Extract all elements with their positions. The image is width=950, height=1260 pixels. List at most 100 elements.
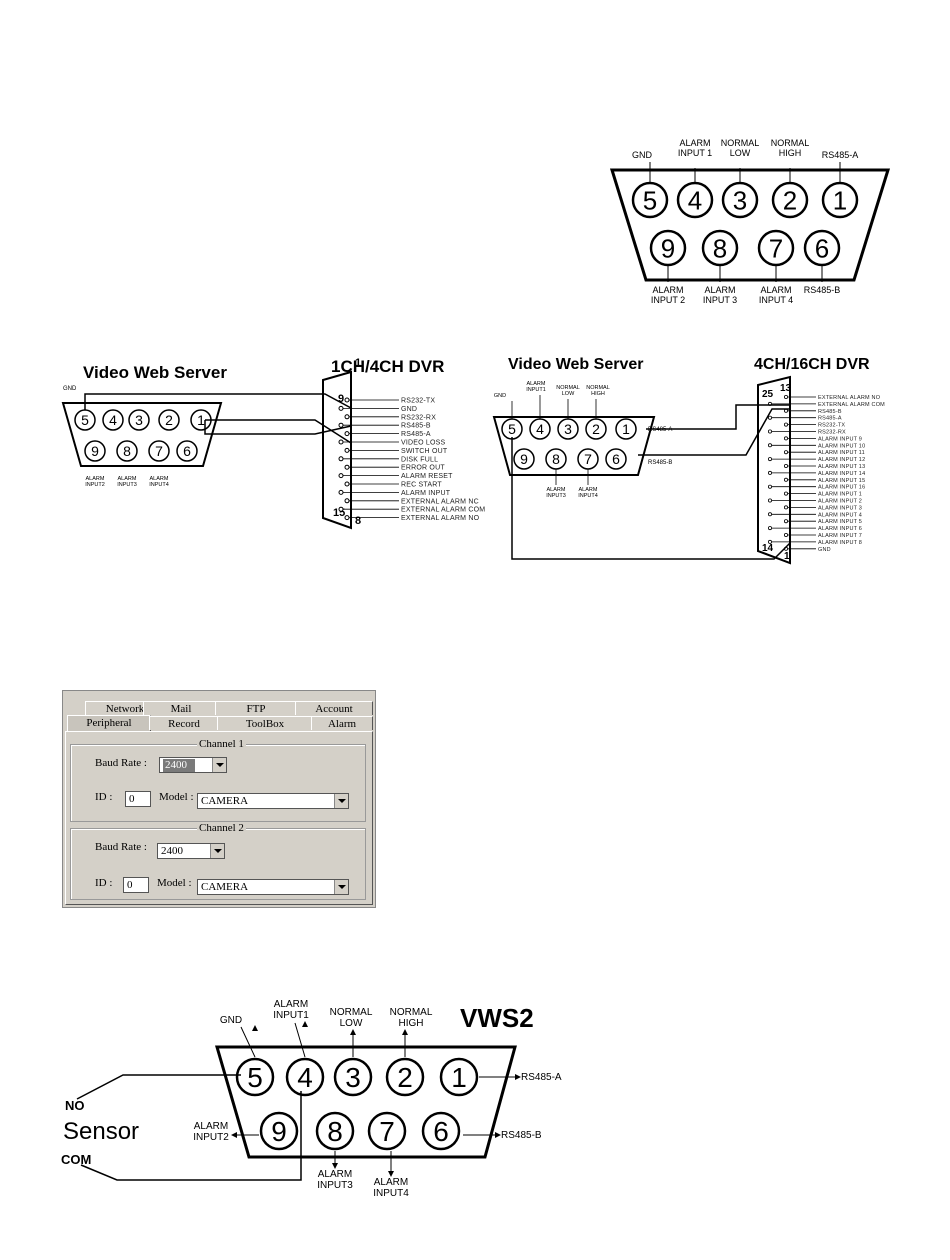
dvr-pin-label: EXTERNAL ALARM COM bbox=[401, 507, 485, 514]
dvr-pin-label: REC START bbox=[401, 482, 442, 489]
pin-3 bbox=[333, 1057, 373, 1097]
dvr-pin-label: RS232-RX bbox=[818, 430, 846, 436]
arrow-up-icon bbox=[302, 1021, 308, 1027]
dvr-title: 4CH/16CH DVR bbox=[754, 356, 870, 373]
dvr-pin-label: ALARM INPUT 12 bbox=[818, 457, 865, 463]
wire-rs485a bbox=[646, 404, 790, 430]
tab-mail[interactable]: Mail bbox=[143, 701, 219, 715]
id-label: ID : bbox=[95, 791, 113, 803]
dvr-pin-number: 8 bbox=[355, 515, 361, 527]
pin-3 bbox=[557, 418, 579, 440]
dvr-pin-label: ALARM INPUT 14 bbox=[818, 471, 865, 477]
sensor-com-label: COM bbox=[61, 1152, 91, 1167]
tab-toolbox[interactable]: ToolBox bbox=[217, 716, 313, 730]
peripheral-settings-dialog: Network Mail FTP Account Peripheral Reco… bbox=[62, 690, 376, 908]
dvr-pin-label: ALARM INPUT 5 bbox=[818, 519, 862, 525]
chevron-down-icon[interactable] bbox=[334, 880, 348, 894]
dvr-pin-number: 1 bbox=[784, 551, 790, 562]
pin-6 bbox=[421, 1111, 461, 1151]
pin-2 bbox=[385, 1057, 425, 1097]
db9-shell bbox=[609, 168, 891, 282]
dvr-pin-label: ERROR OUT bbox=[401, 465, 445, 472]
dvr-pin-label: ALARM INPUT 7 bbox=[818, 533, 862, 539]
baud-rate-select[interactable]: 2400 bbox=[159, 757, 227, 773]
id-input[interactable]: 0 bbox=[125, 791, 151, 807]
pin-number: 9 bbox=[271, 1116, 287, 1147]
pin-9 bbox=[513, 448, 535, 470]
pin-6 bbox=[605, 448, 627, 470]
arrow-right-icon bbox=[495, 1132, 501, 1138]
arrow-left-icon bbox=[231, 1132, 237, 1138]
dvr-pin-label: RS485-A bbox=[401, 431, 431, 438]
id-label: ID : bbox=[95, 877, 113, 889]
pin-5 bbox=[631, 181, 669, 219]
channel2-title: Channel 2 bbox=[197, 822, 246, 834]
dvr-pin-label: ALARM INPUT 1 bbox=[818, 492, 862, 498]
pin-number: 3 bbox=[345, 1062, 361, 1093]
pin-6 bbox=[176, 440, 198, 462]
model-select[interactable]: CAMERA bbox=[197, 879, 349, 895]
dvr-pin-number: 14 bbox=[762, 543, 774, 554]
dvr-pin-label: EXTERNAL ALARM NO bbox=[401, 515, 480, 522]
vws2-title: VWS2 bbox=[460, 1003, 534, 1033]
pin-number: 4 bbox=[536, 421, 544, 437]
baud-rate-select[interactable]: 2400 bbox=[157, 843, 225, 859]
model-select[interactable]: CAMERA bbox=[197, 793, 349, 809]
arrow-up-icon bbox=[402, 1029, 408, 1035]
tab-account[interactable]: Account bbox=[295, 701, 373, 715]
pin-number: 1 bbox=[622, 421, 630, 437]
dvr-pin-number: 13 bbox=[780, 383, 792, 394]
wire-rs485b bbox=[638, 408, 790, 456]
rs485b-label: RS485-B bbox=[648, 460, 672, 466]
dvr-pin-label: GND bbox=[818, 547, 831, 553]
chevron-down-icon[interactable] bbox=[210, 844, 224, 858]
model-value: CAMERA bbox=[201, 881, 249, 893]
pin-4 bbox=[676, 181, 714, 219]
pin-number: 5 bbox=[508, 421, 516, 437]
dvr-pin-label: GND bbox=[401, 406, 417, 413]
tab-peripheral[interactable]: Peripheral bbox=[67, 715, 151, 732]
chevron-down-icon[interactable] bbox=[212, 758, 226, 772]
pin-7 bbox=[148, 440, 170, 462]
baud-rate-value: 2400 bbox=[163, 759, 195, 772]
tab-record[interactable]: Record bbox=[149, 716, 219, 730]
wire-rs485a bbox=[205, 419, 352, 444]
pin-7 bbox=[757, 229, 795, 267]
dvr-pin-label: ALARM INPUT 13 bbox=[818, 464, 865, 470]
wire-sensor-com bbox=[80, 1091, 302, 1181]
dvr-pin-label: EXTERNAL ALARM COM bbox=[818, 402, 885, 408]
pin-number: 8 bbox=[327, 1116, 343, 1147]
vws-title: Video Web Server bbox=[83, 363, 227, 382]
top-label: GND bbox=[494, 393, 506, 399]
tab-ftp[interactable]: FTP bbox=[215, 701, 297, 715]
pin-1 bbox=[615, 418, 637, 440]
id-input[interactable]: 0 bbox=[123, 877, 149, 893]
tab-alarm[interactable]: Alarm bbox=[311, 716, 373, 730]
pin-number: 2 bbox=[592, 421, 600, 437]
arrow-right-icon bbox=[515, 1074, 521, 1080]
chevron-down-icon[interactable] bbox=[334, 794, 348, 808]
dvr-pin-label: EXTERNAL ALARM NO bbox=[818, 395, 881, 401]
bottom-label: RS485-B bbox=[804, 285, 841, 295]
pin-number: 5 bbox=[247, 1062, 263, 1093]
dvr-pin-label: ALARM INPUT 2 bbox=[818, 499, 862, 505]
dvr-pin-label: ALARM INPUT bbox=[401, 490, 451, 497]
dvr-pin-label: ALARM INPUT 11 bbox=[818, 450, 865, 456]
dvr-shell bbox=[757, 375, 791, 565]
pin-number: 6 bbox=[183, 443, 191, 459]
wire-gnd bbox=[84, 393, 352, 410]
pin-9 bbox=[259, 1111, 299, 1151]
pin-number: 3 bbox=[135, 412, 143, 428]
rs485b-label: RS485-B bbox=[501, 1130, 542, 1141]
